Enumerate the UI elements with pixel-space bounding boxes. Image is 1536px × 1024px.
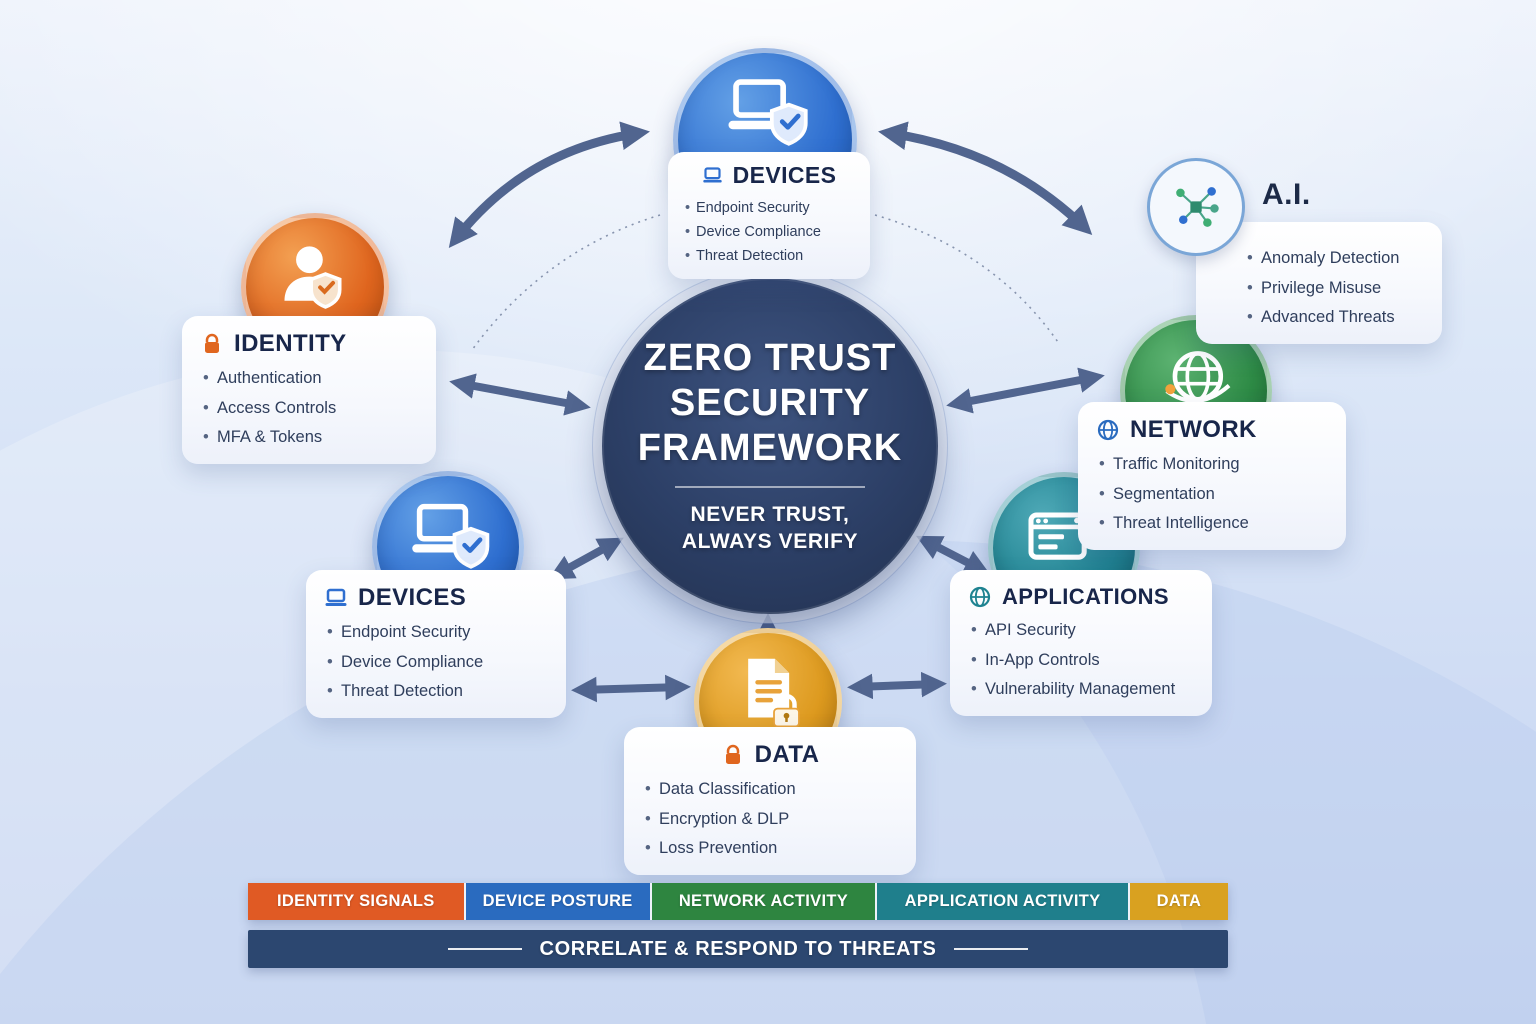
list-item: Endpoint Security — [324, 622, 548, 643]
ai-label: A.I. — [1262, 178, 1311, 211]
list-item: Vulnerability Management — [968, 679, 1194, 700]
arrow-devices-identity — [448, 121, 650, 248]
devices-left-card: DEVICES Endpoint Security Device Complia… — [306, 570, 566, 718]
list-item: API Security — [968, 620, 1194, 641]
footer-label: CORRELATE & RESPOND TO THREATS — [539, 937, 937, 960]
dotted-link-right — [874, 214, 1061, 346]
devices-top-card-title: DEVICES — [682, 162, 856, 189]
framework-title: ZERO TRUST SECURITY FRAMEWORK — [638, 336, 902, 470]
center-framework-circle: ZERO TRUST SECURITY FRAMEWORK NEVER TRUS… — [602, 278, 938, 614]
neural-network-icon — [1176, 187, 1219, 227]
list-item: Device Compliance — [682, 223, 856, 241]
list-item: Threat Detection — [682, 247, 856, 265]
network-card: NETWORK Traffic Monitoring Segmentation … — [1078, 402, 1346, 550]
devices-top-label: DEVICES — [732, 162, 837, 188]
segment-identity-signals: IDENTITY SIGNALS — [248, 883, 466, 920]
network-card-title: NETWORK — [1096, 416, 1328, 444]
list-item: MFA & Tokens — [200, 427, 418, 448]
ai-list: Anomaly Detection Privilege Misuse Advan… — [1244, 248, 1426, 328]
applications-card-title: APPLICATIONS — [968, 584, 1194, 610]
arrow-devices-network — [878, 121, 1093, 236]
applications-list: API Security In-App Controls Vulnerabili… — [968, 620, 1194, 700]
list-item: Access Controls — [200, 398, 418, 419]
lock-icon — [205, 333, 219, 353]
devices-left-card-title: DEVICES — [324, 584, 548, 612]
globe-icon — [969, 586, 991, 608]
globe-icon — [1165, 350, 1231, 403]
devices-top-card: DEVICES Endpoint Security Device Complia… — [668, 152, 870, 280]
user-shield-icon — [284, 246, 342, 310]
ai-card: Anomaly Detection Privilege Misuse Advan… — [1196, 222, 1442, 344]
identity-label: IDENTITY — [234, 330, 347, 357]
title-line: SECURITY — [669, 381, 871, 424]
motto-line: ALWAYS VERIFY — [681, 530, 859, 554]
network-label: NETWORK — [1130, 416, 1257, 443]
arrow-center-network — [946, 367, 1105, 414]
data-card-title: DATA — [642, 741, 898, 769]
footer-line — [447, 948, 522, 950]
list-item: Data Classification — [642, 779, 898, 800]
list-item: Privilege Misuse — [1244, 278, 1426, 299]
devices-left-label: DEVICES — [358, 584, 467, 611]
correlate-footer-bar: CORRELATE & RESPOND TO THREATS — [248, 930, 1228, 968]
applications-card: APPLICATIONS API Security In-App Control… — [950, 570, 1212, 716]
motto-line: NEVER TRUST, — [690, 502, 850, 526]
laptop-shield-icon — [728, 79, 808, 146]
title-line: ZERO TRUST — [643, 337, 897, 380]
data-card: DATA Data Classification Encryption & DL… — [624, 727, 916, 875]
list-item: Endpoint Security — [682, 199, 856, 217]
list-item: In-App Controls — [968, 650, 1194, 671]
framework-motto: NEVER TRUST, ALWAYS VERIFY — [682, 501, 858, 556]
data-label: DATA — [754, 741, 820, 768]
devices-left-list: Endpoint Security Device Compliance Thre… — [324, 622, 548, 702]
segment-device-posture: DEVICE POSTURE — [465, 883, 652, 920]
signals-bar: IDENTITY SIGNALS DEVICE POSTURE NETWORK … — [248, 883, 1228, 920]
data-list: Data Classification Encryption & DLP Los… — [642, 779, 898, 859]
devices-top-list: Endpoint Security Device Compliance Thre… — [682, 199, 856, 266]
arrow-identity-center — [449, 373, 591, 416]
identity-list: Authentication Access Controls MFA & Tok… — [200, 368, 418, 448]
laptop-icon — [325, 588, 347, 606]
segment-application-activity: APPLICATION ACTIVITY — [877, 883, 1130, 920]
footer-line — [954, 948, 1029, 950]
dotted-link-left — [471, 214, 661, 351]
list-item: Advanced Threats — [1244, 307, 1426, 328]
list-item: Threat Intelligence — [1096, 513, 1328, 534]
identity-card: IDENTITY Authentication Access Controls … — [182, 316, 436, 464]
laptop-shield-icon — [412, 503, 490, 569]
identity-card-title: IDENTITY — [200, 330, 418, 358]
arrow-center-devices-left — [548, 537, 624, 580]
lock-icon — [725, 744, 740, 764]
title-line: FRAMEWORK — [637, 426, 903, 469]
laptop-icon — [702, 167, 722, 183]
list-item: Threat Detection — [324, 681, 548, 702]
arrow-devices-data — [571, 674, 691, 703]
list-item: Anomaly Detection — [1244, 248, 1426, 269]
list-item: Loss Prevention — [642, 838, 898, 859]
network-list: Traffic Monitoring Segmentation Threat I… — [1096, 454, 1328, 534]
arrow-data-applications — [847, 671, 947, 700]
list-item: Encryption & DLP — [642, 809, 898, 830]
list-item: Device Compliance — [324, 652, 548, 673]
list-item: Authentication — [200, 368, 418, 389]
arrow-center-applications — [916, 535, 990, 575]
segment-network-activity: NETWORK ACTIVITY — [651, 883, 878, 920]
document-lock-icon — [748, 658, 801, 728]
list-item: Segmentation — [1096, 484, 1328, 505]
segment-data: DATA — [1129, 883, 1228, 920]
ai-node-circle — [1147, 158, 1245, 256]
globe-icon — [1097, 419, 1119, 441]
list-item: Traffic Monitoring — [1096, 454, 1328, 475]
divider — [675, 485, 865, 488]
applications-label: APPLICATIONS — [1002, 584, 1169, 609]
